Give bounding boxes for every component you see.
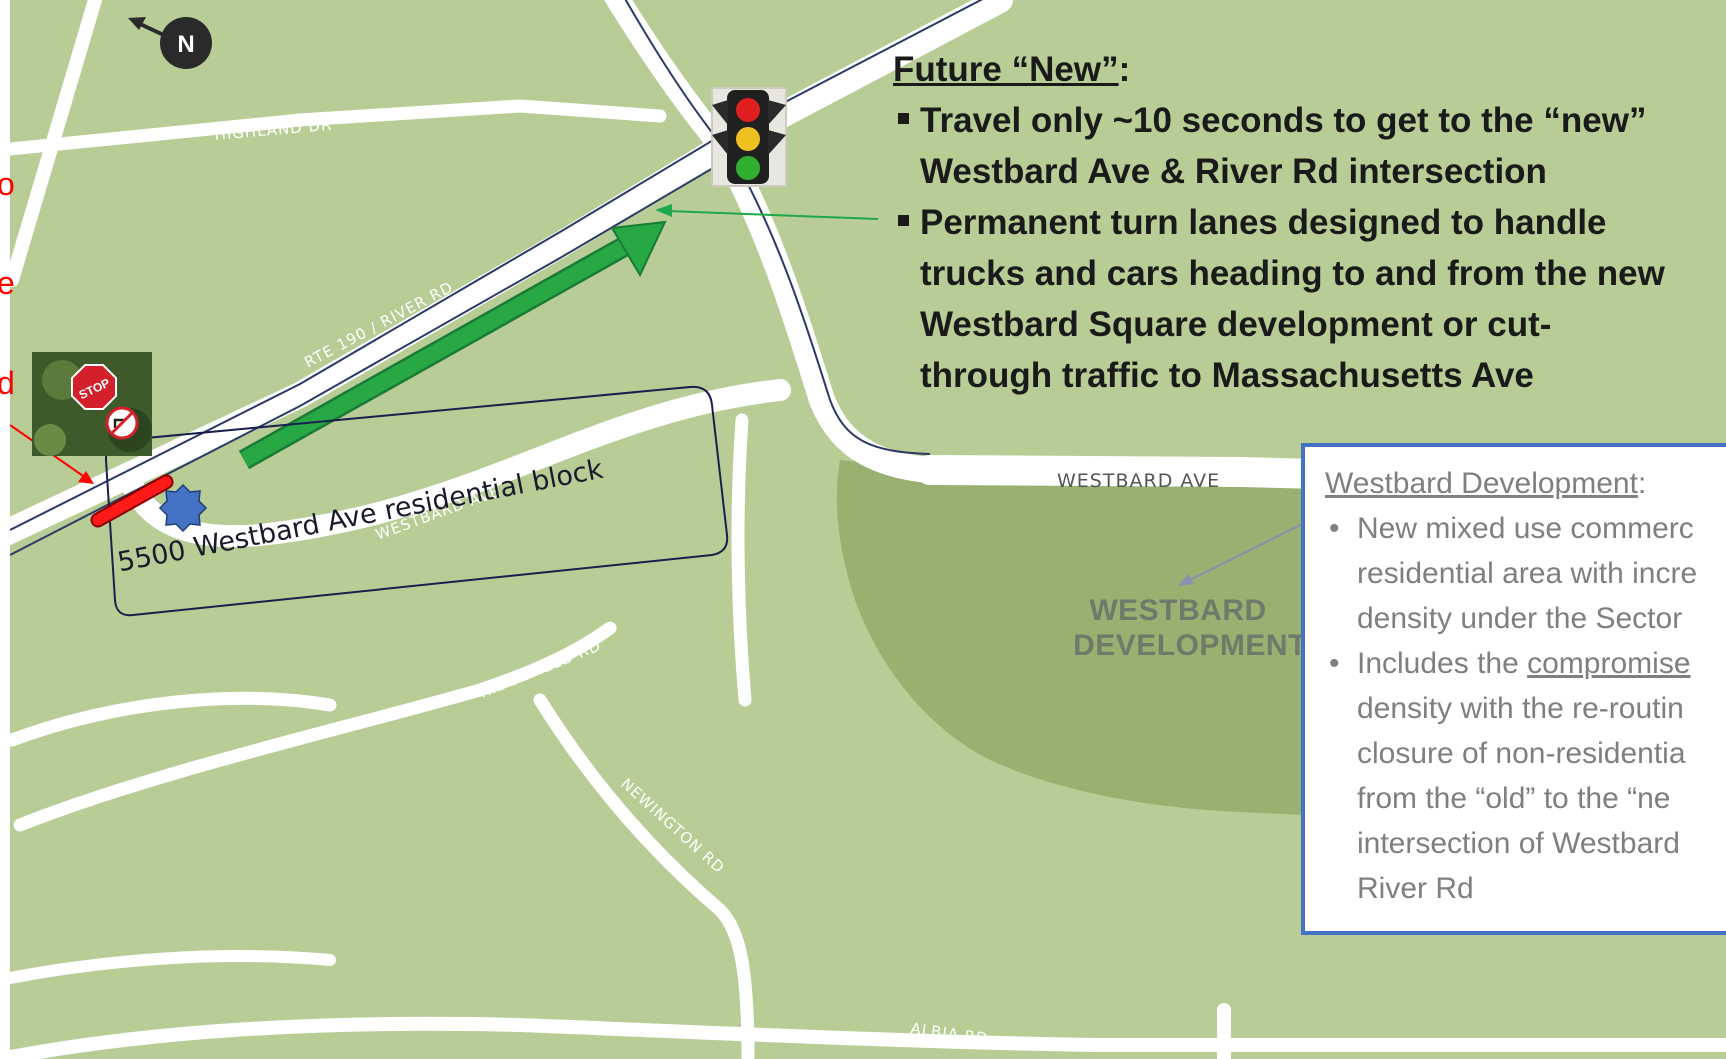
road-newington-rd <box>533 693 755 1059</box>
future-bullet: Travel only ~10 seconds to get to the “n… <box>893 95 1726 197</box>
pointer-arrow-grey-head <box>1178 574 1194 586</box>
north-label: N <box>177 31 194 58</box>
road-westbard-main <box>915 455 1335 489</box>
location-starburst <box>158 483 208 533</box>
road-left-north <box>10 0 102 287</box>
pointer-arrow-green-head <box>655 204 672 217</box>
road-cross-south <box>712 137 963 485</box>
dev-box-bullet: New mixed use commerc residential area w… <box>1329 506 1726 641</box>
road-river-rd <box>10 0 1013 546</box>
left-text-fragment: d <box>0 365 15 401</box>
route-arrowhead <box>610 220 667 278</box>
development-label-line1: WESTBARD <box>1089 594 1266 627</box>
pointer-arrow-green <box>667 210 879 220</box>
road-bottom-left <box>10 950 336 985</box>
road-left-lower <box>10 691 337 747</box>
cross-south-edge <box>734 159 931 455</box>
stop-sign-icon <box>71 364 117 410</box>
dev-box-bullet: Includes the compromise density with the… <box>1329 641 1726 911</box>
future-new-title: Future “New”: <box>893 50 1131 89</box>
left-text-fragment: e <box>0 265 15 301</box>
road-albia-rd <box>10 1016 1726 1059</box>
future-new-panel: Future “New”: Travel only ~10 seconds to… <box>893 44 1726 401</box>
development-label-line2: DEVELOPMENT <box>1073 629 1307 662</box>
north-compass-icon <box>160 17 212 69</box>
future-bullet: Permanent turn lanes designed to handle … <box>893 197 1726 401</box>
westbard-development-box: Westbard Development: New mixed use comm… <box>1301 443 1726 935</box>
left-text-fragment: o <box>0 166 15 202</box>
road-connector <box>731 413 752 707</box>
road-closure-bar-fill <box>92 476 172 526</box>
pointer-arrow-grey <box>1189 523 1303 581</box>
route-arrow-fill <box>240 239 629 467</box>
pointer-arrow-red-head <box>78 471 94 484</box>
dev-box-heading: Westbard Development: <box>1325 467 1647 500</box>
stop-sign-photo: STOP <box>32 352 152 456</box>
road-ridgefield-rd <box>13 621 617 832</box>
road-highland-dr <box>10 99 667 156</box>
traffic-light-icon <box>711 87 787 187</box>
road-westbard-curve <box>119 379 791 548</box>
development-area <box>836 460 1305 815</box>
north-arrow: N <box>128 17 212 69</box>
label-westbard-main: WESTBARD AVE <box>1057 470 1220 492</box>
